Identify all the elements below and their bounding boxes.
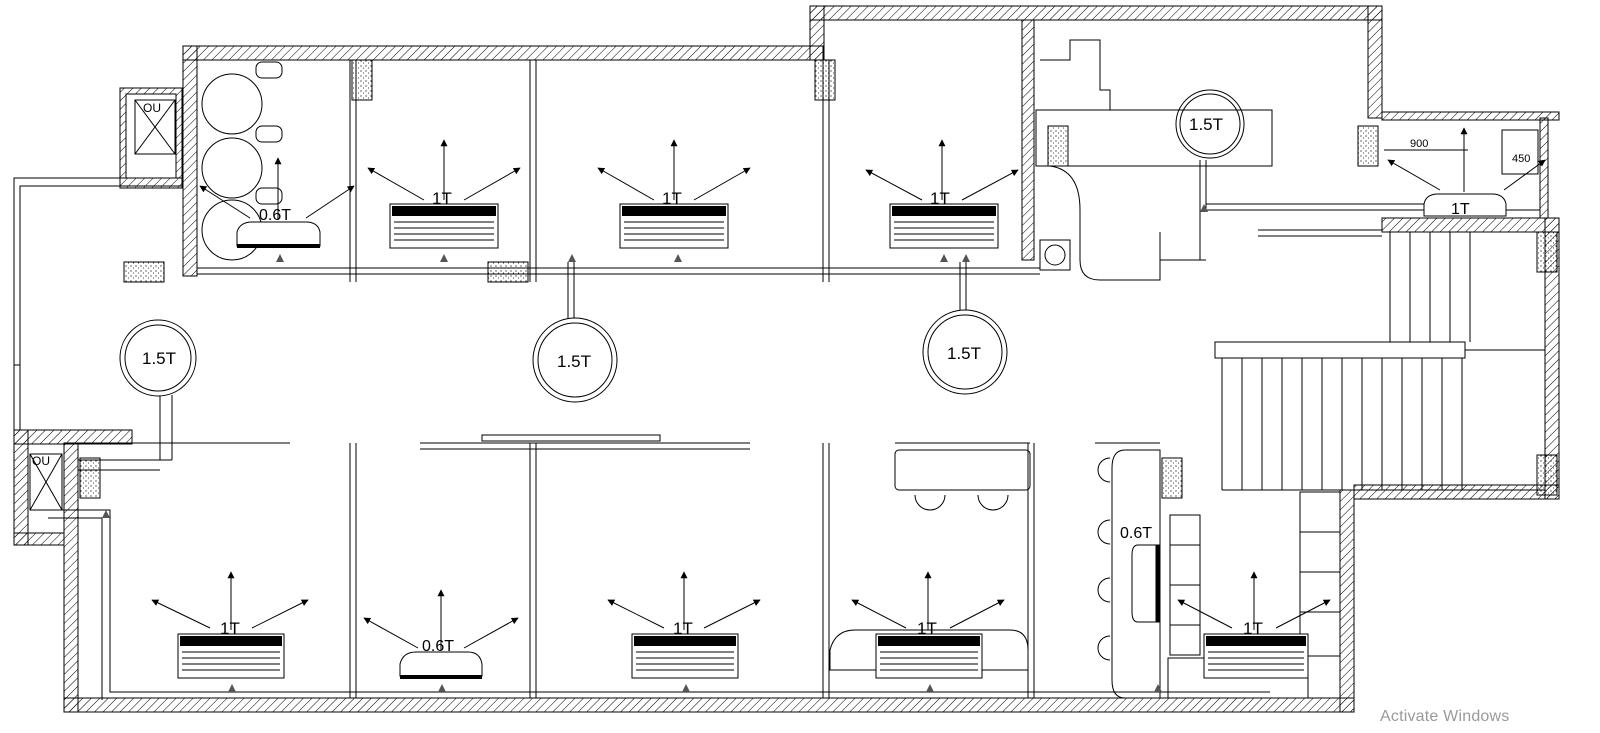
activate-windows-watermark: Activate Windows <box>1380 708 1510 725</box>
ceiling-unit-1-5t-center <box>532 317 618 403</box>
outdoor-unit-top <box>134 99 176 155</box>
partition-lines <box>13 60 1545 700</box>
wall-unit-1t-top-3 <box>865 139 1019 249</box>
wall-unit-1t-bottom-1-label: 1T <box>220 619 240 638</box>
cassette-unit-0-6t-top <box>199 157 355 248</box>
ceiling-unit-1-5t-office-label: 1.5T <box>1189 115 1223 134</box>
stair-treads <box>1241 232 1471 490</box>
cassette-unit-0-6t-bottom-label: 0.6T <box>422 638 454 655</box>
drain-markers <box>102 204 1208 692</box>
ceiling-unit-1-5t-right <box>922 309 1008 395</box>
dimension-450: 450 <box>1512 153 1530 165</box>
structural-columns <box>79 59 1558 499</box>
ceiling-unit-1-5t-left <box>119 319 197 397</box>
cassette-unit-0-6t-top-label: 0.6T <box>259 207 291 224</box>
wall-unit-1t-bottom-4-label: 1T <box>1243 619 1263 638</box>
wall-unit-1t-bottom-2 <box>607 571 761 679</box>
wall-unit-1t-top-3-label: 1T <box>930 189 950 208</box>
wall-unit-0-6t-pantry <box>1131 544 1161 623</box>
outdoor-unit-top-label: OU <box>143 101 161 115</box>
outdoor-unit-bottom <box>29 453 63 511</box>
cassette-unit-0-6t-bottom <box>363 589 519 679</box>
wall-unit-1t-bottom-4 <box>1177 571 1331 679</box>
outdoor-unit-bottom-label: OU <box>32 454 50 468</box>
cassette-unit-1t-top-right-label: 1T <box>1451 201 1470 218</box>
ceiling-unit-1-5t-left-label: 1.5T <box>142 349 176 368</box>
ceiling-unit-1-5t-right-label: 1.5T <box>947 344 981 363</box>
wall-unit-1t-top-2-label: 1T <box>662 189 682 208</box>
wall-unit-1t-top-2 <box>597 139 751 249</box>
wall-unit-1t-top-1 <box>367 139 521 249</box>
wall-unit-1t-top-1-label: 1T <box>432 189 452 208</box>
wall-unit-0-6t-pantry-label: 0.6T <box>1120 525 1152 542</box>
dimension-900: 900 <box>1410 138 1428 150</box>
wall-unit-1t-bottom-2-label: 1T <box>673 619 693 638</box>
furniture <box>201 39 1341 699</box>
wall-unit-1t-bottom-3 <box>851 571 1005 679</box>
cassette-unit-1t-top-right <box>1384 127 1546 217</box>
exterior-walls <box>13 5 1560 713</box>
wall-unit-1t-bottom-3-label: 1T <box>917 619 937 638</box>
wall-unit-1t-bottom-1 <box>151 571 309 679</box>
ceiling-unit-1-5t-center-label: 1.5T <box>557 352 591 371</box>
